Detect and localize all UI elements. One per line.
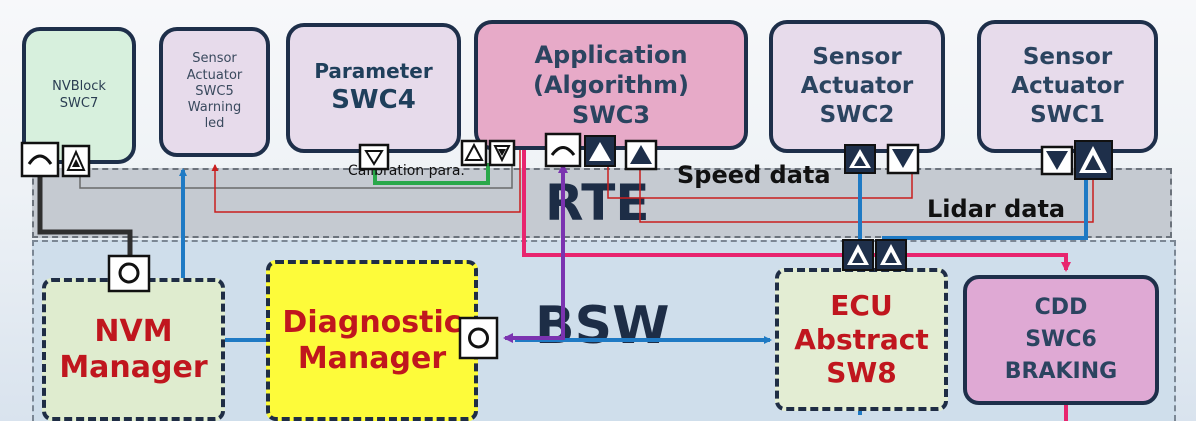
swc2-swc-label: SWC2 (819, 101, 895, 128)
nvblock-sender-port-icon (61, 144, 91, 178)
application-swc-label: SWC3 (571, 101, 651, 129)
nvm-link-line (37, 172, 133, 255)
red-line-lidar (639, 165, 1094, 223)
ecu-port-right-icon (875, 239, 907, 271)
swc5-line-2: Actuator (186, 67, 243, 83)
app-lidar-port-icon (624, 139, 658, 171)
speed-data-label: Speed data (677, 161, 831, 189)
cdd-swc6-label: SWC6 (1025, 327, 1097, 353)
swc5-line-3: SWC5 (195, 83, 234, 99)
nvm-manager-label: Manager (59, 349, 208, 385)
red-line-speed (607, 165, 913, 199)
nvblock-swc-label: SWC7 (59, 95, 99, 111)
swc1-receiver-port-icon (1040, 145, 1074, 176)
swc5-line-1: Sensor (192, 51, 237, 67)
app-client-port-icon (544, 132, 582, 168)
swc5-line-5: led (204, 116, 225, 132)
swc1-sender-port-icon (1074, 140, 1113, 180)
diagnostic-manager-box: Diagnostic Manager (266, 260, 478, 421)
ecu-abstract-label: Abstract (794, 322, 929, 356)
diagnostic-label: Diagnostic (282, 304, 462, 340)
swc5-line-4: Warning (187, 100, 242, 116)
ecu-port-left-icon (842, 239, 874, 271)
sensor-actuator-swc5-box: Sensor Actuator SWC5 Warning led (159, 27, 270, 157)
parameter-label: Parameter (314, 59, 433, 84)
app-receiver-port-icon (488, 139, 516, 167)
swc2-receiver-port-icon (886, 143, 920, 175)
parameter-receiver-port-icon (358, 143, 390, 171)
swc1-actuator-label: Actuator (1011, 73, 1124, 100)
swc2-actuator-label: Actuator (800, 73, 914, 100)
grey-line-a (79, 150, 513, 189)
pink-line-cdd (522, 150, 1071, 272)
red-line-swc5 (211, 150, 521, 213)
nvblock-client-port-icon (20, 141, 60, 178)
application-label: Application (534, 41, 688, 69)
ecu-label: ECU (830, 289, 893, 323)
bsw-label: BSW (535, 296, 670, 356)
cdd-label: CDD (1034, 295, 1088, 321)
nvm-server-port-icon (107, 254, 151, 293)
swc2-sensor-label: Sensor (812, 44, 902, 71)
rte-layer (32, 168, 1172, 238)
lidar-data-label: Lidar data (927, 195, 1066, 223)
calibration-line (373, 163, 490, 185)
app-sender-port-icon (460, 139, 488, 167)
swc2-sender-port-icon (844, 144, 876, 174)
nvblock-label: NVBlock (52, 79, 106, 95)
diagnostic-manager-label: Manager (297, 340, 447, 376)
cdd-braking-label: BRAKING (1004, 358, 1118, 384)
application-swc3-box: Application (Algorithm) SWC3 (474, 20, 748, 150)
ecu-abstract-box: ECU Abstract SW8 (775, 268, 948, 411)
swc1-swc-label: SWC1 (1030, 101, 1105, 128)
cdd-braking-box: CDD SWC6 BRAKING (963, 275, 1159, 405)
parameter-swc-label: SWC4 (331, 85, 416, 116)
diag-server-port-icon (458, 316, 499, 360)
ecu-sw8-label: SW8 (826, 356, 897, 390)
nvm-label: NVM (94, 313, 173, 349)
app-speed-port-icon (584, 135, 616, 167)
swc1-sensor-label: Sensor (1022, 44, 1113, 71)
application-algorithm-label: (Algorithm) (532, 71, 690, 99)
nvblock-swc7-box: NVBlock SWC7 (22, 27, 136, 164)
